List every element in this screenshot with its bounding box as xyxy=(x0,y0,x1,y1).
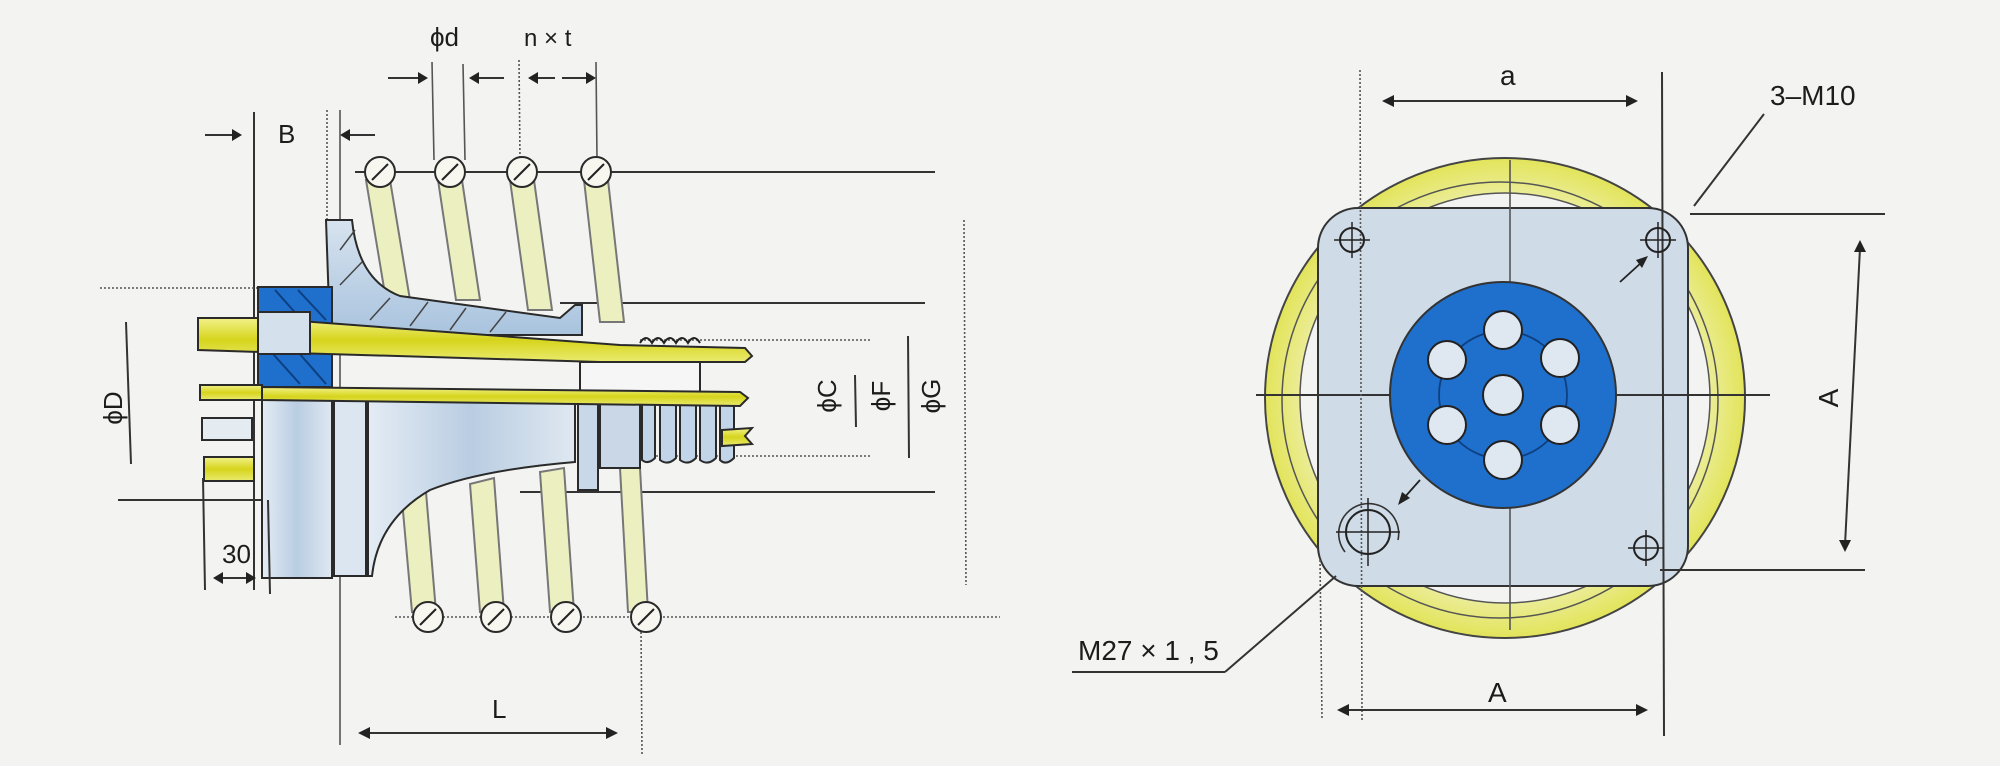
label-A-vertical: A xyxy=(1813,388,1844,407)
label-F: ϕF xyxy=(866,381,896,411)
insulator-holes xyxy=(1427,310,1580,480)
label-G: ϕG xyxy=(916,379,946,414)
conductors xyxy=(197,311,755,482)
label-A-horizontal: A xyxy=(1488,677,1507,708)
dimension-30: 30 xyxy=(202,477,271,595)
callout-M27: M27 × 1 , 5 xyxy=(1072,575,1337,673)
callout-3-M10: 3–M10 xyxy=(1693,80,1856,207)
label-d: ϕd xyxy=(430,22,459,52)
upper-flange xyxy=(324,219,583,336)
label-M27: M27 × 1 , 5 xyxy=(1078,635,1219,666)
label-a: a xyxy=(1500,60,1516,91)
steel-body xyxy=(261,361,701,579)
label-D: ϕD xyxy=(98,391,128,424)
side-view: B ϕd n × t xyxy=(98,22,1000,756)
dimension-nxt: n × t xyxy=(518,25,598,161)
front-view: a 3–M10 A A M27 × 1 , 5 xyxy=(1072,60,1885,737)
dimension-G: ϕG xyxy=(916,379,946,414)
label-nxt: n × t xyxy=(524,25,572,52)
label-L: L xyxy=(492,694,506,724)
dimension-a: a xyxy=(1382,60,1638,107)
dimension-A-vertical: A xyxy=(1813,240,1866,552)
dimension-D: ϕD xyxy=(98,321,132,465)
label-3-M10: 3–M10 xyxy=(1770,80,1856,111)
dimension-F: ϕF xyxy=(866,335,910,459)
upper-fins xyxy=(364,156,626,323)
label-C: ϕC xyxy=(812,379,842,412)
dimension-L: L xyxy=(358,694,618,739)
label-30: 30 xyxy=(222,539,251,569)
threaded-section xyxy=(641,396,735,464)
label-B: B xyxy=(278,119,295,149)
dimension-A-horizontal: A xyxy=(1337,677,1648,716)
dimension-C: ϕC xyxy=(812,374,857,428)
bolt-holes xyxy=(1334,222,1676,566)
dimension-d: ϕd xyxy=(388,22,504,161)
